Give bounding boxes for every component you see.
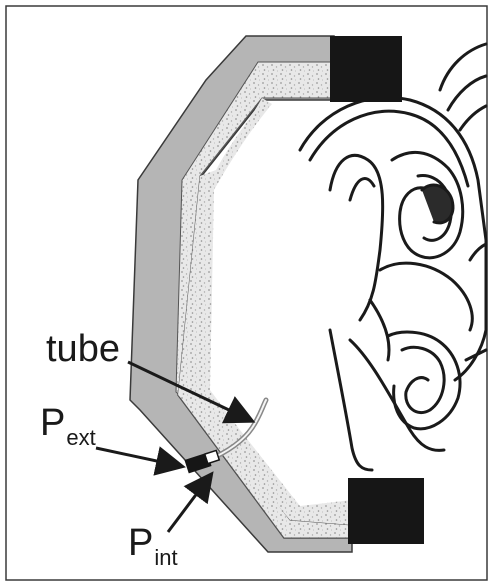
p-ext-sub-text: ext [66,425,95,450]
tube-label-text: tube [46,328,120,370]
p-ext-label: Pext [40,404,96,442]
p-int-main-text: P [128,522,153,564]
p-ext-arrow [96,448,180,466]
ear-illustration [300,44,486,470]
p-int-sub-text: int [154,545,177,570]
bottom-pad [348,478,424,544]
p-int-label: Pint [128,524,178,562]
top-pad [330,36,402,102]
tube-label: tube [46,330,120,368]
p-ext-main-text: P [40,402,65,444]
